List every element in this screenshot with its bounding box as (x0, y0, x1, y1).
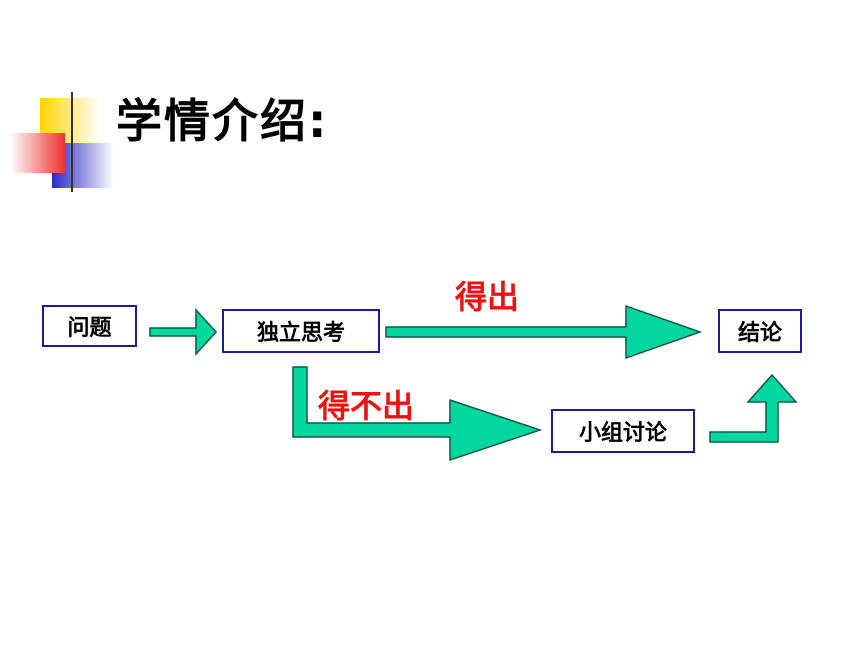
node-conclusion: 结论 (718, 309, 802, 353)
arrow-group-to-conclusion (709, 373, 798, 443)
node-question: 问题 (42, 305, 137, 347)
arrow-thinking-to-group (292, 366, 543, 462)
edge-label-not-reached: 得不出 (318, 387, 415, 425)
edge-label-reached: 得出 (455, 278, 520, 316)
node-independent-thinking: 独立思考 (222, 309, 380, 353)
page-title: 学情介绍: (116, 94, 329, 148)
accent-red-square (10, 133, 65, 173)
arrow-question-to-thinking (149, 308, 218, 356)
arrow-thinking-to-conclusion (385, 304, 703, 360)
node-group-discussion: 小组讨论 (551, 409, 695, 453)
